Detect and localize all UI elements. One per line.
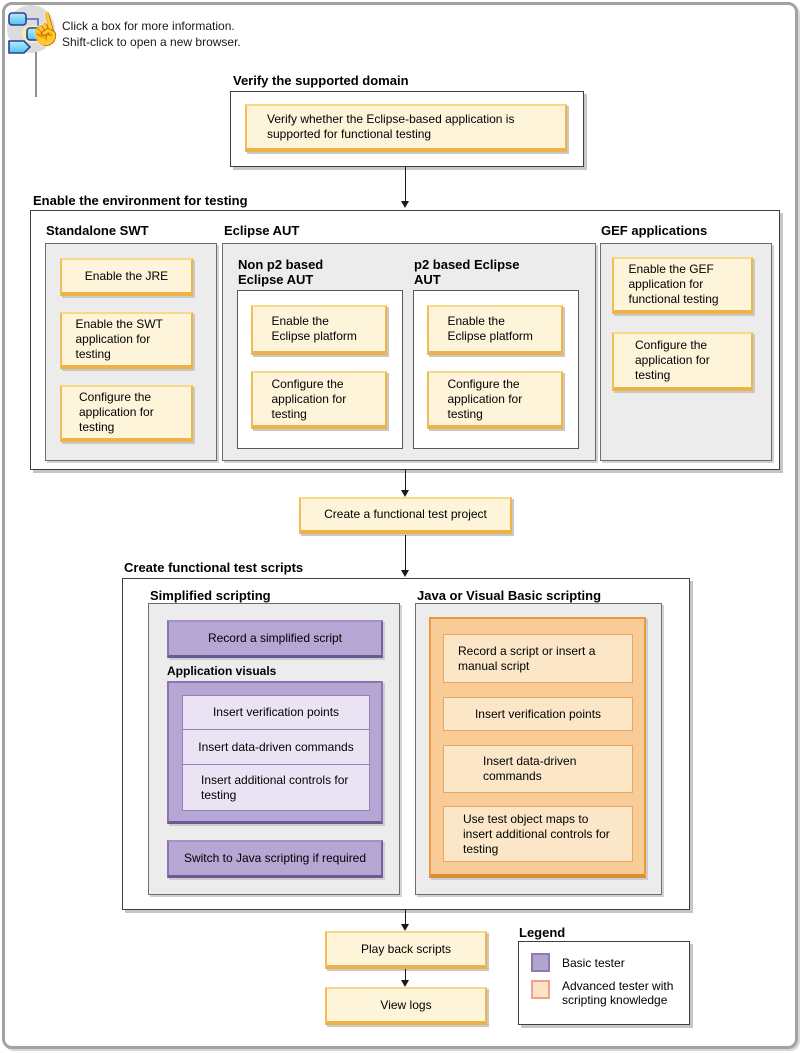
insert-additional-controls-item[interactable]: Insert additional controls for testing xyxy=(201,772,349,802)
legend-heading: Legend xyxy=(519,925,566,940)
application-visuals-heading: Application visuals xyxy=(167,664,277,678)
insert-data-driven-commands-item[interactable]: Insert data-driven commands xyxy=(183,730,369,765)
simplified-scripting-heading: Simplified scripting xyxy=(150,588,271,603)
enable-swt-app-button[interactable]: Enable the SWT application for testing xyxy=(60,312,193,369)
gef-heading: GEF applications xyxy=(601,223,708,238)
advanced-tester-label: Advanced tester with scripting knowledge xyxy=(562,979,674,1007)
arrow-playback-to-logs xyxy=(401,969,410,987)
record-script-button[interactable]: Record a script or insert a manual scrip… xyxy=(443,634,633,683)
enable-env-heading: Enable the environment for testing xyxy=(33,193,248,208)
instructions-note: Click a box for more information. Shift-… xyxy=(62,18,241,50)
non-p2-enable-platform-button[interactable]: Enable the Eclipse platform xyxy=(251,305,387,355)
gef-enable-app-button[interactable]: Enable the GEF application for functiona… xyxy=(612,257,753,314)
arrow-project-to-scripts xyxy=(401,535,410,577)
swt-configure-app-button[interactable]: Configure the application for testing xyxy=(60,385,193,442)
java-insert-verification-points-button[interactable]: Insert verification points xyxy=(443,697,633,731)
verify-eclipse-supported-button[interactable]: Verify whether the Eclipse-based applica… xyxy=(245,104,567,152)
verify-domain-heading: Verify the supported domain xyxy=(233,73,409,88)
basic-tester-label: Basic tester xyxy=(562,956,625,970)
arrow-scripts-to-playback xyxy=(401,909,410,931)
instructions-line-2: Shift-click to open a new browser. xyxy=(62,35,241,49)
enable-jre-button[interactable]: Enable the JRE xyxy=(60,258,193,296)
p2-heading: p2 based Eclipse AUT xyxy=(414,257,520,287)
use-test-object-maps-button[interactable]: Use test object maps to insert additiona… xyxy=(443,806,633,862)
scripts-heading: Create functional test scripts xyxy=(124,560,304,575)
java-insert-data-driven-button[interactable]: Insert data-driven commands xyxy=(443,745,633,793)
p2-enable-platform-button[interactable]: Enable the Eclipse platform xyxy=(427,305,563,355)
create-project-button[interactable]: Create a functional test project xyxy=(299,497,512,534)
arrow-enable-to-project xyxy=(401,469,410,497)
p2-configure-app-button[interactable]: Configure the application for testing xyxy=(427,371,563,429)
instructions-line-1: Click a box for more information. xyxy=(62,19,235,33)
eclipse-aut-heading: Eclipse AUT xyxy=(224,223,300,238)
basic-tester-swatch xyxy=(531,953,550,972)
switch-to-java-button[interactable]: Switch to Java scripting if required xyxy=(167,840,383,878)
application-visuals-list: Insert verification points Insert data-d… xyxy=(182,695,370,811)
non-p2-configure-app-button[interactable]: Configure the application for testing xyxy=(251,371,387,429)
view-logs-button[interactable]: View logs xyxy=(325,987,487,1025)
gef-configure-app-button[interactable]: Configure the application for testing xyxy=(612,332,753,391)
standalone-swt-heading: Standalone SWT xyxy=(46,223,149,238)
icon-connector-line xyxy=(35,52,37,97)
flowchart-click-icon xyxy=(7,5,55,54)
arrow-verify-to-enable xyxy=(401,166,410,208)
insert-verification-points-item[interactable]: Insert verification points xyxy=(183,696,369,730)
java-vb-heading: Java or Visual Basic scripting xyxy=(417,588,602,603)
advanced-tester-swatch xyxy=(531,980,550,999)
record-simplified-script-button[interactable]: Record a simplified script xyxy=(167,620,383,658)
play-back-scripts-button[interactable]: Play back scripts xyxy=(325,931,487,969)
non-p2-heading: Non p2 based Eclipse AUT xyxy=(238,257,324,287)
